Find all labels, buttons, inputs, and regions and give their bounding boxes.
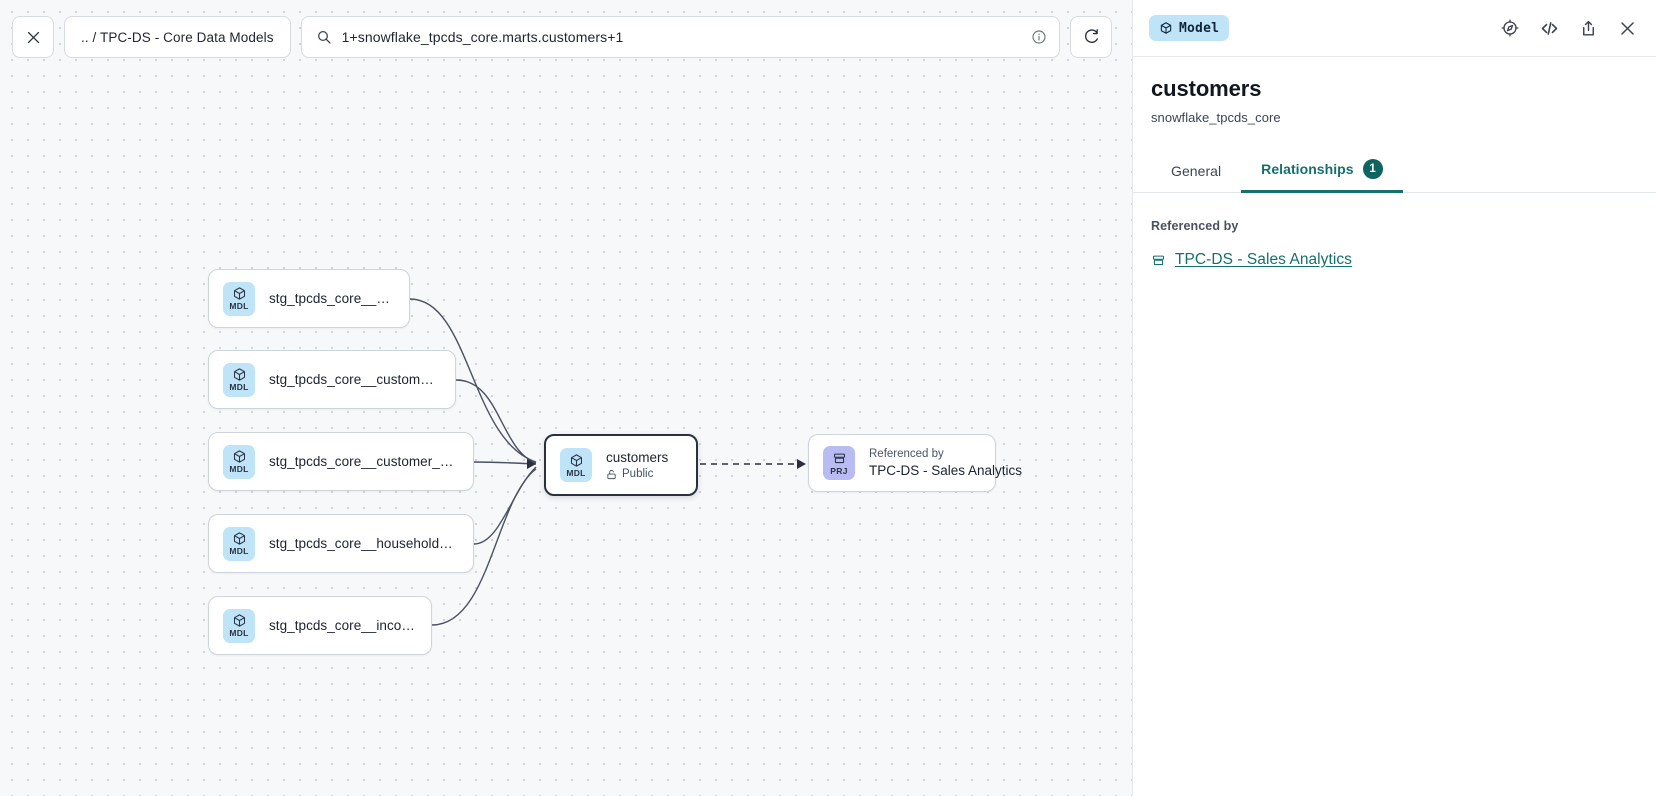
share-icon[interactable] bbox=[1577, 17, 1599, 39]
node-access: Public bbox=[606, 468, 668, 480]
badge-text: MDL bbox=[229, 301, 249, 311]
graph-node[interactable]: MDL stg_tpcds_core__customer bbox=[208, 269, 410, 328]
lock-icon bbox=[607, 469, 616, 479]
relationships-body: Referenced by TPC-DS - Sales Analytics bbox=[1133, 193, 1656, 269]
model-badge: MDL bbox=[223, 362, 255, 397]
search-icon bbox=[317, 31, 331, 44]
model-badge: MDL bbox=[223, 444, 255, 479]
referenced-by-link[interactable]: TPC-DS - Sales Analytics bbox=[1175, 251, 1352, 268]
page-subtitle: snowflake_tpcds_core bbox=[1151, 110, 1281, 125]
search-value[interactable]: 1+snowflake_tpcds_core.marts.customers+1 bbox=[341, 29, 624, 45]
graph-nodes-layer: MDL stg_tpcds_core__customer MDL stg_tpc… bbox=[208, 269, 1023, 655]
cube-icon bbox=[1160, 22, 1172, 34]
refresh-icon bbox=[1084, 29, 1098, 43]
node-label: stg_tpcds_core__household_demogr… bbox=[269, 536, 459, 551]
model-badge: MDL bbox=[223, 281, 255, 316]
explore-icon[interactable] bbox=[1499, 17, 1521, 39]
referenced-by-label: Referenced by bbox=[1151, 219, 1239, 233]
canvas-toolbar: .. / TPC-DS - Core Data Models 1+snowfla… bbox=[0, 0, 1132, 74]
node-label: stg_tpcds_core__income_band bbox=[269, 618, 417, 633]
tab-label: General bbox=[1171, 163, 1222, 179]
details-title-block: customers snowflake_tpcds_core bbox=[1133, 57, 1656, 125]
resource-type-chip: Model bbox=[1149, 15, 1230, 41]
node-label: stg_tpcds_core__customer bbox=[269, 291, 395, 306]
model-badge: MDL bbox=[560, 448, 592, 482]
tab-general[interactable]: General bbox=[1151, 153, 1241, 193]
model-badge: MDL bbox=[223, 526, 255, 561]
node-label: stg_tpcds_core__customer_demogra… bbox=[269, 454, 459, 469]
breadcrumb[interactable]: .. / TPC-DS - Core Data Models bbox=[64, 16, 291, 58]
details-panel-header: Model bbox=[1133, 0, 1656, 57]
close-icon[interactable] bbox=[1616, 17, 1638, 39]
search-input[interactable]: 1+snowflake_tpcds_core.marts.customers+1 bbox=[300, 16, 1060, 58]
node-kicker: Referenced by bbox=[869, 448, 944, 460]
model-badge: MDL bbox=[223, 608, 255, 643]
project-badge: PRJ bbox=[823, 446, 855, 480]
node-text-stack: Referenced by TPC-DS - Sales Analytics bbox=[869, 448, 1023, 478]
code-icon[interactable] bbox=[1538, 17, 1560, 39]
list-item[interactable]: TPC-DS - Sales Analytics bbox=[1151, 251, 1638, 269]
lineage-canvas[interactable]: MDL stg_tpcds_core__customer MDL stg_tpc… bbox=[0, 0, 1132, 796]
info-circle-icon bbox=[1032, 30, 1046, 44]
node-title: TPC-DS - Sales Analytics bbox=[869, 463, 1023, 478]
tab-relationships[interactable]: Relationships 1 bbox=[1241, 149, 1403, 193]
tab-count-badge: 1 bbox=[1362, 159, 1383, 179]
close-icon bbox=[27, 31, 39, 43]
graph-node[interactable]: MDL stg_tpcds_core__customer_demogra… bbox=[208, 432, 474, 491]
project-icon bbox=[833, 453, 845, 463]
resource-type-label: Model bbox=[1179, 20, 1220, 36]
graph-node[interactable]: MDL stg_tpcds_core__income_band bbox=[208, 596, 432, 655]
tab-label: Relationships bbox=[1261, 161, 1354, 177]
graph-node[interactable]: MDL stg_tpcds_core__customer_address bbox=[208, 350, 456, 409]
project-icon bbox=[1152, 255, 1165, 265]
details-panel: Model bbox=[1132, 0, 1656, 796]
badge-text: PRJ bbox=[830, 465, 848, 476]
badge-text: MDL bbox=[229, 464, 249, 474]
lineage-edges bbox=[409, 298, 806, 626]
graph-node-project[interactable]: PRJ Referenced by TPC-DS - Sales Analyti… bbox=[808, 434, 1023, 492]
node-access-label: Public bbox=[622, 468, 654, 480]
badge-text: MDL bbox=[229, 546, 249, 556]
badge-text: MDL bbox=[229, 628, 249, 638]
node-text-stack: customers Public bbox=[606, 450, 668, 480]
node-title: customers bbox=[606, 450, 669, 465]
badge-text: MDL bbox=[229, 382, 249, 392]
close-lineage-button[interactable] bbox=[12, 16, 54, 58]
page-title: customers bbox=[1151, 76, 1262, 101]
graph-node-selected[interactable]: MDL customers Public bbox=[544, 434, 698, 496]
panel-actions bbox=[1499, 17, 1638, 39]
graph-node[interactable]: MDL stg_tpcds_core__household_demogr… bbox=[208, 514, 474, 573]
details-tabs: General Relationships 1 bbox=[1133, 149, 1656, 193]
node-label: stg_tpcds_core__customer_address bbox=[269, 372, 441, 387]
refresh-button[interactable] bbox=[1070, 16, 1112, 58]
badge-text: MDL bbox=[566, 467, 586, 478]
